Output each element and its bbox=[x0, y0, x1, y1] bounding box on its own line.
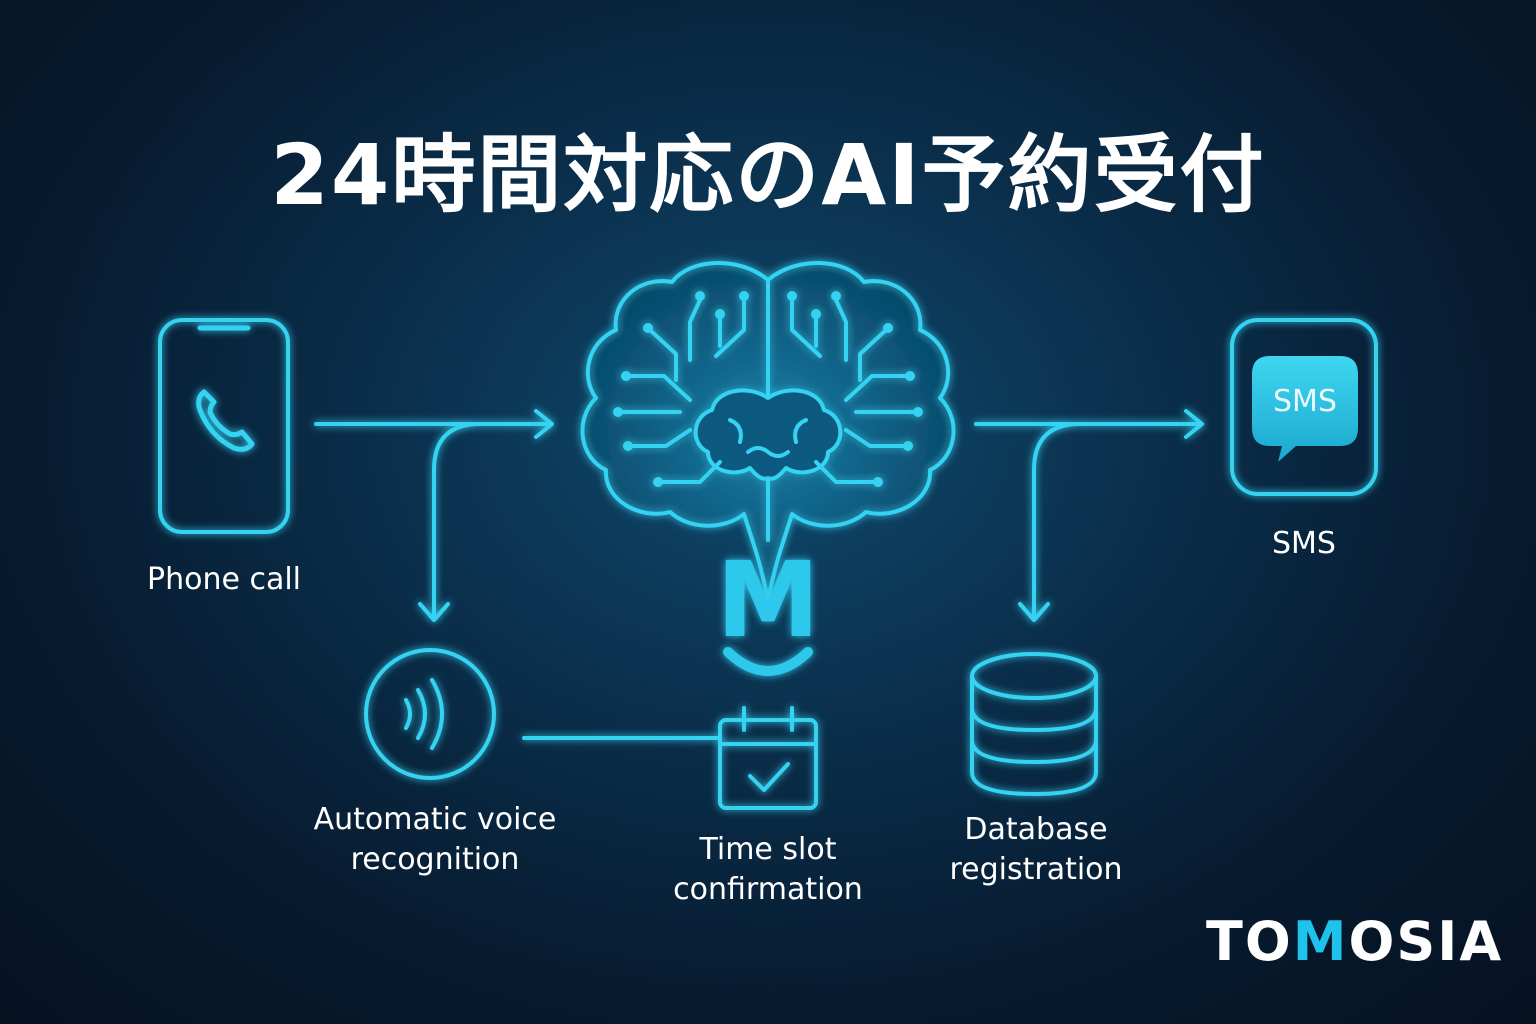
voice-line-1: Automatic voice bbox=[313, 802, 557, 837]
label-database: Database registration bbox=[916, 810, 1156, 890]
connector-lines bbox=[314, 409, 1204, 740]
sms-bubble-text: SMS bbox=[1273, 384, 1337, 419]
brand-prefix: TO bbox=[1206, 909, 1293, 973]
sms-text: SMS bbox=[1272, 526, 1336, 561]
ai-logo: M bbox=[716, 539, 820, 676]
arrow-phone-to-ai bbox=[314, 409, 554, 439]
time-slot-line-2: confirmation bbox=[673, 872, 863, 907]
phone-icon bbox=[158, 318, 290, 534]
arrow-branch-to-database bbox=[1018, 422, 1082, 622]
ai-brain-icon bbox=[580, 261, 956, 602]
phone-call-text: Phone call bbox=[146, 562, 301, 597]
database-line-2: registration bbox=[949, 852, 1123, 887]
brand-accent: M bbox=[1292, 909, 1349, 973]
calendar-check-icon bbox=[718, 706, 818, 810]
soundwave-icon bbox=[364, 648, 496, 780]
label-phone-call: Phone call bbox=[124, 560, 324, 600]
label-voice-recognition: Automatic voice recognition bbox=[290, 800, 580, 880]
sms-bubble bbox=[1252, 356, 1358, 462]
database-line-1: Database bbox=[964, 812, 1108, 847]
ai-logo-smile bbox=[723, 647, 813, 676]
brand-suffix: OSIA bbox=[1348, 909, 1504, 973]
brain-circuit-nodes bbox=[613, 291, 923, 487]
voice-line-2: recognition bbox=[350, 842, 520, 877]
arrow-branch-to-voice bbox=[418, 422, 482, 622]
sms-bubble-icon bbox=[1230, 318, 1378, 496]
arrow-ai-to-sms bbox=[974, 409, 1204, 439]
page-title: 24時間対応のAI予約受付 bbox=[270, 126, 1266, 224]
ai-logo-letter: M bbox=[716, 539, 820, 661]
label-time-slot: Time slot confirmation bbox=[638, 830, 898, 910]
time-slot-line-1: Time slot bbox=[699, 832, 837, 867]
label-sms: SMS bbox=[1224, 524, 1384, 564]
database-icon bbox=[970, 652, 1098, 796]
